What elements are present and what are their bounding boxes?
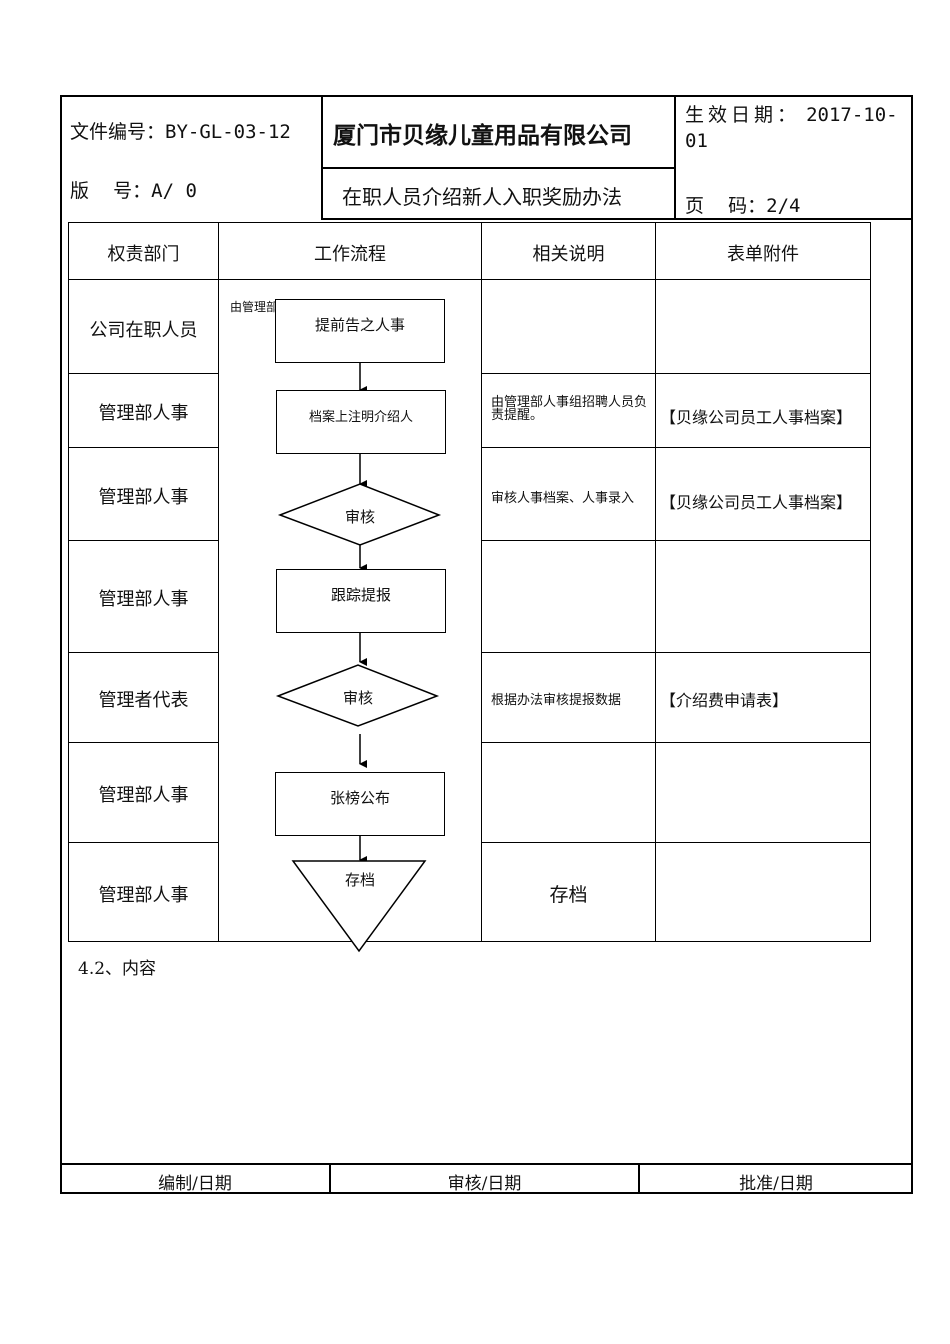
footer-reviewed: 审核/日期 [447,1174,522,1194]
decision-diamond [275,664,440,727]
form-cell: 【贝缘公司员工人事档案】 [660,493,853,512]
dept-cell: 管理部人事 [98,785,189,806]
flow-step-box: 档案上注明介绍人 [276,390,446,454]
dept-cell: 管理部人事 [98,589,189,610]
table-divider [68,279,871,280]
file-number: 文件编号：BY-GL-03-12 [70,121,291,143]
flow-decision-label: 审核 [344,508,375,526]
col-header-form: 表单附件 [727,244,799,265]
col-header-flow: 工作流程 [314,244,386,265]
flow-step-box: 跟踪提报 [276,569,446,633]
table-divider [481,447,871,448]
col-header-note: 相关说明 [532,244,605,265]
table-divider [68,842,219,843]
dept-cell: 管理部人事 [98,487,189,508]
dept-cell: 公司在职人员 [89,320,198,341]
flow-hidden-text: 由管理部 [230,300,276,314]
page-number: 页 码：2/4 [685,195,801,217]
table-divider [481,373,871,374]
flow-connectors [275,362,442,953]
footer-prepared: 编制/日期 [158,1174,232,1194]
version: 版 号：A/ 0 [70,180,197,202]
note-cell: 审核人事档案、人事录入 [491,491,635,506]
archive-triangle [291,860,427,953]
dept-cell: 管理者代表 [98,690,189,711]
form-cell: 【介绍费申请表】 [660,691,789,710]
header-divider [674,96,676,220]
table-divider [655,222,656,942]
process-table [68,222,871,942]
col-header-dept: 权责部门 [107,244,180,265]
table-divider [68,373,219,374]
header-divider [321,167,675,169]
footer-divider [638,1163,640,1194]
flow-archive-label: 存档 [344,871,375,889]
effective-date: 生效日期： 2017-10- [685,104,898,126]
table-divider [68,447,219,448]
document-frame [60,95,913,1194]
table-divider [481,742,871,743]
company-name: 厦门市贝缘儿童用品有限公司 [333,122,632,149]
footer-divider [60,1163,913,1165]
table-divider [481,652,871,653]
note-cell: 由管理部人事组招聘人员负责提醒。 [491,395,648,423]
table-divider [68,540,219,541]
effective-date-cont: 01 [685,130,708,152]
footer-approved: 批准/日期 [739,1174,813,1194]
decision-diamond [277,483,442,546]
table-divider [218,222,219,942]
table-divider [481,540,871,541]
header-divider [321,96,323,220]
doc-title: 在职人员介绍新人入职奖励办法 [342,185,622,209]
note-cell: 存档 [549,884,588,906]
header-divider [321,218,913,220]
footer-divider [329,1163,331,1194]
flow-step-box: 张榜公布 [275,772,445,836]
dept-cell: 管理部人事 [98,885,189,906]
note-cell: 根据办法审核提报数据 [491,693,622,708]
table-divider [68,652,219,653]
section-heading: 4.2、内容 [78,959,157,979]
table-divider [481,222,482,942]
form-cell: 【贝缘公司员工人事档案】 [660,408,853,427]
flow-decision-label: 审核 [342,689,373,707]
flow-step-box: 提前告之人事 [275,299,445,363]
dept-cell: 管理部人事 [98,403,189,424]
table-divider [68,742,219,743]
table-divider [481,842,871,843]
